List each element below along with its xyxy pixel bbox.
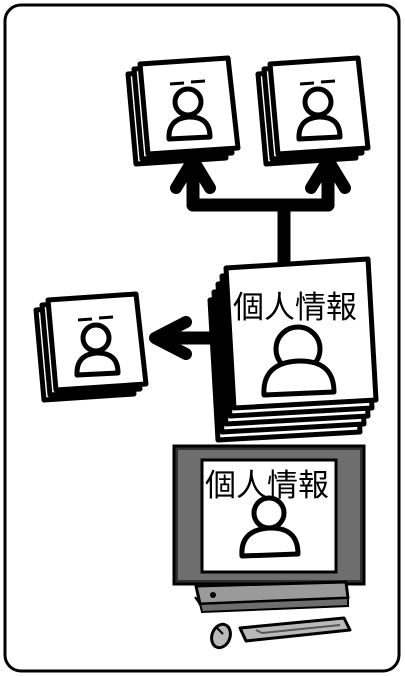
mouse-icon	[210, 622, 232, 650]
monitor-icon: 個人情報	[172, 444, 366, 614]
main-document-stack: 個人情報	[207, 256, 379, 443]
stack-label: 個人情報	[233, 290, 357, 326]
document-stack-icon	[258, 58, 368, 164]
document-stack-icon	[128, 58, 238, 164]
person-icon	[261, 324, 337, 398]
document-stack-icon	[36, 294, 146, 400]
arrowhead-left	[149, 316, 192, 360]
keyboard-icon	[238, 616, 352, 643]
person-icon	[239, 495, 301, 559]
